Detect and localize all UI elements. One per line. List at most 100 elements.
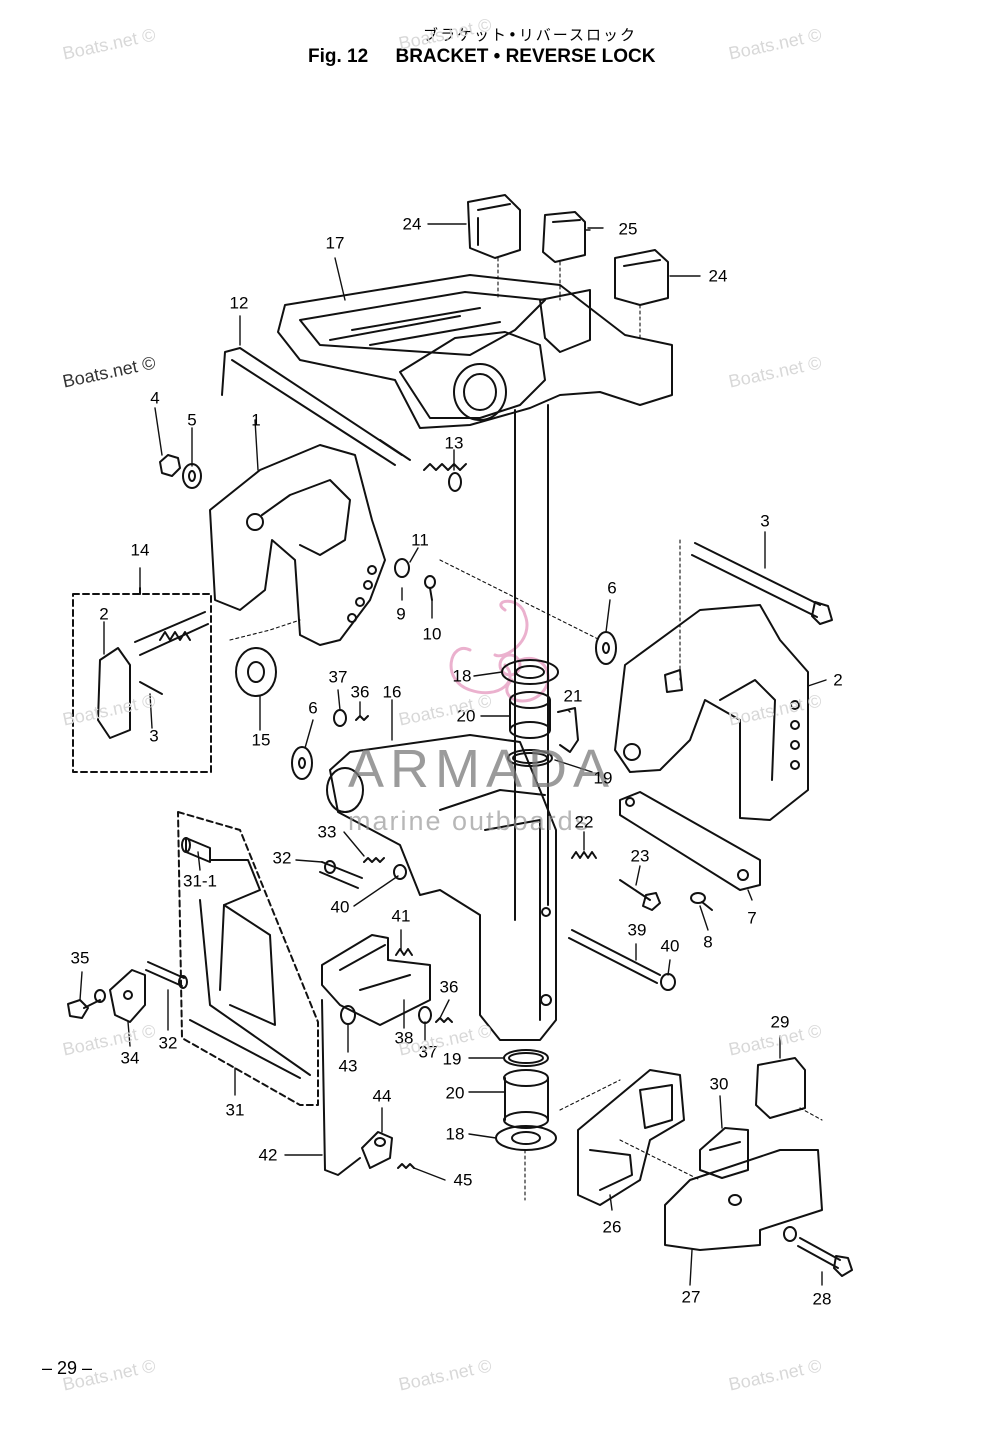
screw-36-top xyxy=(356,716,368,720)
figure-title: Fig. 12 BRACKET • REVERSE LOCK xyxy=(308,46,655,68)
callout-16: 16 xyxy=(382,682,402,702)
callout-18-lower: 18 xyxy=(445,1124,465,1144)
callout-12: 12 xyxy=(229,293,249,313)
pin-32-lower xyxy=(146,962,187,988)
callout-35: 35 xyxy=(70,948,90,968)
collar-31-1 xyxy=(182,838,210,862)
callout-26: 26 xyxy=(602,1217,622,1237)
steering-shaft xyxy=(515,405,548,920)
callout-1: 1 xyxy=(251,410,261,430)
callout-17: 17 xyxy=(325,233,345,253)
callout-27: 27 xyxy=(681,1287,701,1307)
callout-21: 21 xyxy=(563,686,583,706)
callout-31-1: 31-1 xyxy=(182,871,218,891)
callout-19-top: 19 xyxy=(593,768,613,788)
grease-nipple-37-lower xyxy=(419,1007,431,1023)
callout-3-right: 3 xyxy=(760,511,770,531)
callout-31: 31 xyxy=(225,1100,245,1120)
callout-37-lower: 37 xyxy=(418,1042,438,1062)
rubber-mount-24-right xyxy=(615,250,668,305)
nut-4 xyxy=(160,455,180,476)
rubber-block-29 xyxy=(756,1058,805,1118)
lock-bracket-38 xyxy=(322,935,430,1025)
washer-6-right xyxy=(596,632,616,664)
clamp-bracket-left-1 xyxy=(210,445,385,645)
nut-43 xyxy=(341,1006,355,1024)
callout-22: 22 xyxy=(574,812,594,832)
callout-8: 8 xyxy=(703,932,713,952)
bushing-20-lower xyxy=(504,1070,548,1128)
plate-7 xyxy=(620,792,760,890)
armada-logo-emblem xyxy=(451,601,548,701)
screw-45 xyxy=(398,1164,414,1168)
callout-20-lower: 20 xyxy=(445,1083,465,1103)
washer-40-upper xyxy=(394,865,406,879)
callout-33: 33 xyxy=(317,822,337,842)
clamp-bracket-right-2 xyxy=(615,605,808,820)
callout-15: 15 xyxy=(251,730,271,750)
leader-lines xyxy=(80,224,826,1285)
bolt-23 xyxy=(620,880,660,910)
callout-41: 41 xyxy=(391,906,411,926)
spring-13 xyxy=(424,464,466,491)
bolt-33 xyxy=(364,858,384,862)
lock-lever-2 xyxy=(98,648,130,738)
callout-19-lower: 19 xyxy=(442,1049,462,1069)
stopper-30 xyxy=(700,1128,748,1178)
callout-32-lower: 32 xyxy=(158,1033,178,1053)
oring-19-lower xyxy=(504,1050,548,1066)
rubber-mount-25 xyxy=(543,212,585,262)
screw-36-lower xyxy=(436,1018,452,1022)
callout-24-left: 24 xyxy=(402,214,422,234)
washer-40-lower xyxy=(661,974,675,990)
brand-tagline: marine outboards xyxy=(348,806,591,836)
lower-mount-bracket-26 xyxy=(578,1070,684,1205)
joint-44 xyxy=(362,1132,392,1168)
callout-11: 11 xyxy=(411,530,429,550)
pin-32-upper xyxy=(320,861,362,888)
assembly-guide-lines xyxy=(230,258,822,1200)
callout-24-right: 24 xyxy=(708,266,728,286)
callout-34: 34 xyxy=(120,1048,140,1068)
spring-22 xyxy=(572,852,596,858)
callout-37-top: 37 xyxy=(328,667,348,687)
screw-8 xyxy=(691,893,712,910)
bushing-20-top xyxy=(510,692,550,738)
bolt-9 xyxy=(395,559,409,577)
rubber-mount-24-left xyxy=(468,195,520,258)
screw-10 xyxy=(425,576,435,600)
swivel-case-16 xyxy=(327,735,556,1040)
callout-40-upper: 40 xyxy=(330,897,350,917)
bracket-34 xyxy=(110,970,145,1022)
lower-mount-housing-27 xyxy=(665,1150,822,1250)
reverse-lock-kit-14-box xyxy=(73,588,211,772)
figure-title-english: BRACKET • REVERSE LOCK xyxy=(395,46,656,67)
grease-nipple-37-top xyxy=(334,710,346,726)
callout-45: 45 xyxy=(453,1170,473,1190)
callout-28: 28 xyxy=(812,1289,832,1309)
washer-6-left xyxy=(292,747,312,779)
callout-6-right: 6 xyxy=(607,578,617,598)
callout-29: 29 xyxy=(770,1012,790,1032)
tilt-lever-31 xyxy=(190,860,310,1078)
lock-spring-rod xyxy=(135,612,208,655)
lock-rod-12 xyxy=(222,348,410,465)
washer-18-lower xyxy=(496,1126,556,1150)
through-bolt-3 xyxy=(692,543,832,624)
callout-38: 38 xyxy=(394,1028,414,1048)
title-japanese: ブラケット•リバースロック xyxy=(422,26,638,44)
callout-2-left: 2 xyxy=(99,604,109,624)
callout-25: 25 xyxy=(618,219,638,239)
washer-35 xyxy=(95,990,105,1002)
callout-39: 39 xyxy=(627,920,647,940)
callout-42: 42 xyxy=(258,1145,278,1165)
callout-2-right: 2 xyxy=(833,670,843,690)
callout-3-left: 3 xyxy=(149,726,159,746)
callout-9: 9 xyxy=(396,604,406,624)
pin-39 xyxy=(569,930,660,983)
callout-14: 14 xyxy=(130,540,150,560)
bolt-35 xyxy=(68,1000,100,1018)
callout-18-top: 18 xyxy=(452,666,472,686)
